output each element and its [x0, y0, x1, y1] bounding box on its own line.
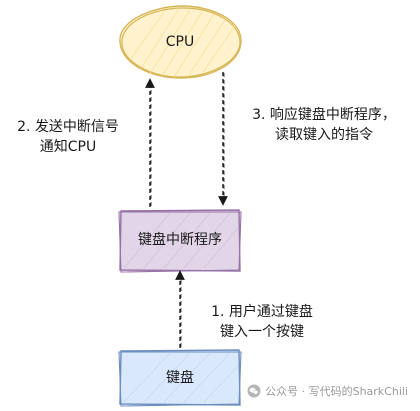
edge-step2-line2: 通知CPU — [39, 139, 97, 155]
edge-step3-line1: 3. 响应键盘中断程序， — [252, 107, 396, 123]
keyboard-node — [118, 349, 242, 407]
watermark: 公众号 · 写代码的SharkChili — [247, 383, 408, 399]
edge-step1-arrow — [175, 270, 185, 348]
watermark-text: 公众号 · 写代码的SharkChili — [265, 385, 408, 398]
edge-step3-line2: 读取键入的指令 — [275, 127, 373, 143]
cpu-node — [119, 5, 242, 79]
isr-label: 键盘中断程序 — [138, 232, 222, 248]
edge-step1-line2: 键入一个按键 — [220, 324, 304, 340]
isr-node — [118, 209, 242, 273]
cpu-label: CPU — [165, 34, 195, 50]
edge-step1-line1: 1. 用户通过键盘 — [211, 304, 313, 320]
keyboard-label: 键盘 — [166, 370, 194, 386]
edge-step2-arrow — [145, 78, 155, 207]
wechat-icon — [247, 384, 261, 398]
edge-step2-line1: 2. 发送中断信号 — [17, 119, 119, 135]
edge-step3-arrow — [218, 72, 228, 206]
